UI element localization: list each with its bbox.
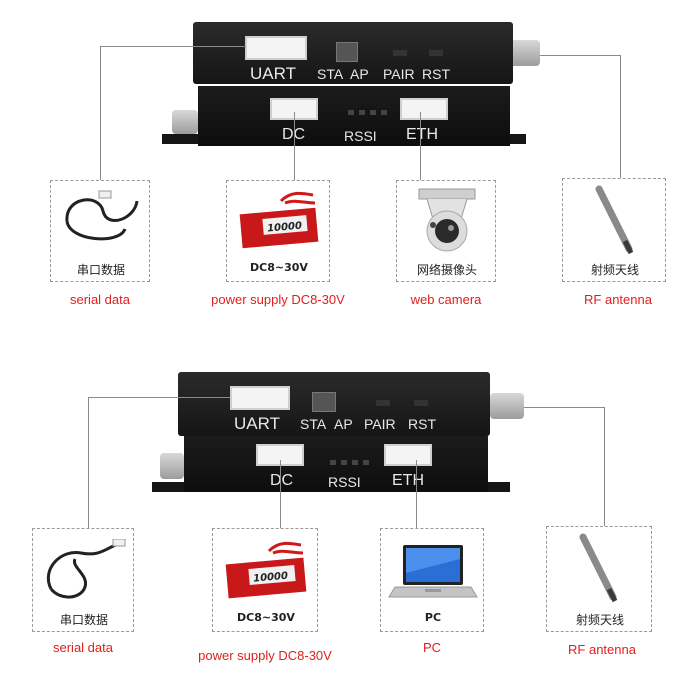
line-serial-h	[88, 397, 230, 398]
line-camera	[420, 112, 421, 180]
pc-box: PC	[380, 528, 484, 632]
line-serial-v	[100, 46, 101, 180]
sta-ap-switch	[336, 42, 358, 62]
battery-text: 10000	[253, 571, 289, 585]
caption-power: DC8~30V	[237, 611, 295, 624]
serial-data-box: 串口数据	[50, 180, 150, 282]
rst-label: RST	[422, 66, 450, 82]
battery-text: 10000	[267, 221, 303, 235]
dc-label: DC	[270, 472, 294, 489]
device-top-panel: UART STA AP PAIR RST	[193, 22, 513, 84]
uart-port	[230, 386, 290, 410]
antenna-icon	[595, 185, 634, 255]
uart-port	[245, 36, 307, 60]
label-serial-data: serial data	[53, 640, 113, 655]
pair-led	[376, 400, 390, 406]
device-top-panel: UART STA AP PAIR RST	[178, 372, 490, 436]
line-antenna-h	[524, 407, 604, 408]
device-bottom-panel: DC RSSI ETH	[198, 86, 510, 146]
caption-web-camera: 网络摄像头	[416, 263, 477, 277]
pair-led	[393, 50, 407, 56]
caption-serial-data: 串口数据	[76, 263, 125, 277]
antenna-connector-bottom	[172, 110, 198, 134]
eth-port	[400, 98, 448, 120]
eth-port	[384, 444, 432, 466]
rssi-label: RSSI	[328, 474, 361, 490]
rf-antenna-box: 射频天线	[562, 178, 666, 282]
line-antenna-v	[604, 407, 605, 528]
caption-serial-data: 串口数据	[59, 613, 108, 627]
label-rf-antenna: RF antenna	[568, 642, 636, 657]
line-antenna-h	[540, 55, 620, 56]
label-serial-data: serial data	[70, 292, 130, 307]
antenna-icon	[579, 533, 618, 603]
label-web-camera: web camera	[410, 292, 482, 307]
label-power: power supply DC8-30V	[198, 648, 332, 663]
device-bottom-panel: DC RSSI ETH	[184, 436, 488, 492]
line-serial-h	[100, 46, 246, 47]
power-supply-box: 10000 DC8~30V	[226, 180, 330, 282]
line-serial-v	[88, 397, 89, 528]
rst-led	[414, 400, 428, 406]
rssi-leds	[330, 460, 370, 465]
pair-label: PAIR	[383, 66, 415, 82]
caption-rf-antenna: 射频天线	[590, 263, 639, 277]
label-rf-antenna: RF antenna	[584, 292, 652, 307]
antenna-connector-bottom	[160, 453, 184, 479]
rst-label: RST	[408, 416, 436, 432]
line-antenna-v	[620, 55, 621, 180]
antenna-connector	[490, 393, 524, 419]
laptop-icon	[388, 545, 478, 598]
serial-data-box: 串口数据	[32, 528, 134, 632]
power-supply-box: 10000 DC8~30V	[212, 528, 318, 632]
cable-icon	[65, 190, 139, 241]
eth-label: ETH	[392, 472, 424, 489]
antenna-connector	[510, 40, 540, 66]
uart-label: UART	[234, 414, 280, 433]
line-power	[280, 460, 281, 528]
caption-power: DC8~30V	[250, 261, 308, 274]
caption-rf-antenna: 射频天线	[575, 613, 624, 627]
battery-icon: 10000	[225, 541, 307, 599]
rf-antenna-box: 射频天线	[546, 526, 652, 632]
sta-label: STA	[300, 416, 327, 432]
label-power: power supply DC8-30V	[211, 292, 345, 307]
caption-pc: PC	[424, 611, 442, 624]
camera-icon	[418, 188, 476, 252]
line-pc	[416, 460, 417, 528]
line-power	[294, 112, 295, 180]
web-camera-box: 网络摄像头	[396, 180, 496, 282]
sta-ap-switch	[312, 392, 336, 412]
dc-label: DC	[282, 126, 305, 144]
rst-led	[429, 50, 443, 56]
pair-label: PAIR	[364, 416, 396, 432]
rssi-leds	[348, 110, 392, 115]
sta-label: STA	[317, 66, 344, 82]
eth-label: ETH	[406, 126, 438, 143]
ap-label: AP	[334, 416, 353, 432]
rssi-label: RSSI	[344, 128, 377, 144]
battery-icon: 10000	[239, 191, 319, 249]
uart-label: UART	[250, 64, 296, 83]
cable-icon	[46, 539, 126, 599]
label-pc: PC	[422, 640, 442, 655]
ap-label: AP	[350, 66, 369, 82]
